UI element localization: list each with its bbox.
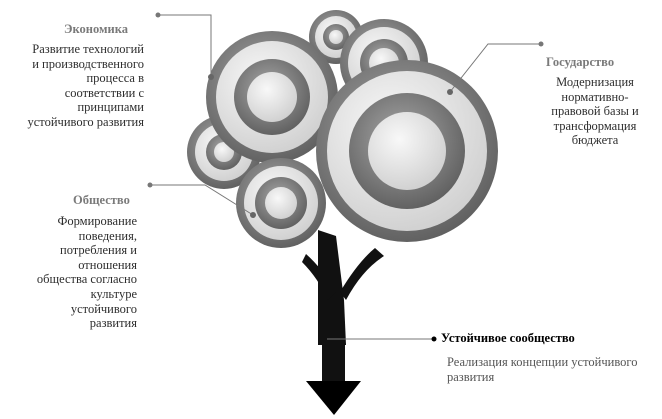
economy-description: Развитие технологий и производственного … bbox=[0, 42, 145, 130]
state-description: Модернизация нормативно- правовой базы и… bbox=[540, 75, 650, 148]
tree-trunk bbox=[302, 230, 384, 385]
society-line: развития bbox=[89, 316, 137, 331]
circle-state bbox=[316, 60, 498, 242]
community-line: развития bbox=[447, 369, 495, 384]
society-heading: Общество bbox=[73, 193, 130, 207]
state-heading: Государство bbox=[546, 55, 615, 69]
economy-heading: Экономика bbox=[64, 22, 128, 36]
state-line: Модернизация bbox=[556, 75, 634, 89]
connector-state bbox=[447, 41, 544, 95]
left-branch bbox=[302, 254, 336, 300]
society-description: Формирование поведения, потребления и от… bbox=[7, 214, 137, 331]
connector-community bbox=[327, 336, 437, 342]
society-line: поведения, bbox=[78, 228, 137, 243]
society-line: потребления и bbox=[60, 243, 137, 258]
society-line: отношения bbox=[78, 257, 137, 272]
society-line: Формирование bbox=[57, 214, 138, 228]
state-line: нормативно- bbox=[561, 89, 629, 104]
state-line: правовой базы и bbox=[551, 104, 639, 119]
connector-society bbox=[147, 182, 256, 218]
right-branch bbox=[340, 248, 384, 300]
economy-line: соответствии с bbox=[64, 85, 144, 100]
community-heading: Устойчивое сообщество bbox=[441, 331, 575, 345]
circle-economy bbox=[206, 31, 338, 163]
trunk-arrow-head bbox=[306, 381, 361, 415]
economy-line: принципами bbox=[77, 100, 144, 115]
community-description: Реализация концепции устойчивого развити… bbox=[447, 355, 662, 384]
society-line: устойчивого bbox=[70, 301, 137, 316]
connector-economy bbox=[155, 12, 214, 80]
economy-line: устойчивого развития bbox=[27, 114, 145, 129]
circle-small-top bbox=[309, 10, 363, 64]
circle-society bbox=[236, 158, 326, 248]
economy-line: и производственного bbox=[32, 56, 144, 71]
society-line: культуре bbox=[90, 286, 137, 301]
community-line: Реализация концепции устойчивого bbox=[447, 355, 638, 369]
economy-line: процесса в bbox=[86, 71, 144, 86]
state-line: бюджета bbox=[571, 133, 619, 148]
society-line: общества согласно bbox=[36, 272, 137, 287]
state-line: трансформация bbox=[553, 118, 637, 133]
economy-line: Развитие технологий bbox=[32, 42, 144, 56]
